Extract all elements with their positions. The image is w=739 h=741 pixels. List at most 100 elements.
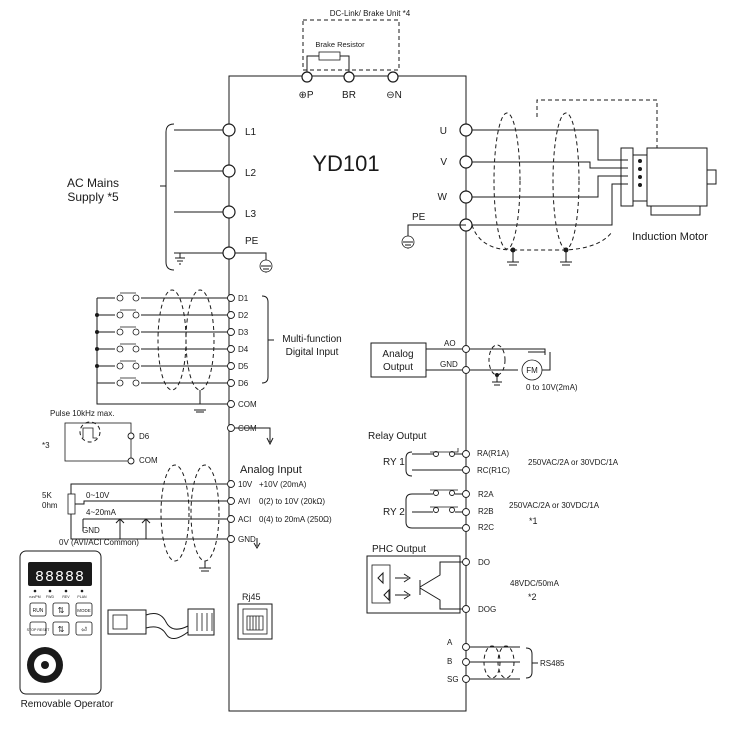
- run-key[interactable]: [29, 602, 47, 617]
- terminal-u: [459, 123, 473, 137]
- rj45-port: Rj45: [237, 592, 273, 640]
- multi-function-label-1: Multi-function: [282, 334, 341, 345]
- ry1-rc-label: RC(R1C): [477, 466, 510, 475]
- stop-reset-key[interactable]: [29, 621, 47, 636]
- pot-label-2: 0hm: [42, 501, 58, 510]
- terminal-p-label: ⊕P: [298, 90, 313, 101]
- ry2-r2c-label: R2C: [478, 523, 494, 532]
- shift-icon: ⇅: [58, 625, 65, 634]
- pulse-d6-label: D6: [139, 432, 150, 441]
- v-label: V: [440, 157, 447, 168]
- ry1-label: RY 1: [383, 457, 405, 468]
- motor-icon: [620, 147, 717, 216]
- l2-label: L2: [245, 168, 257, 179]
- mode-key-label: MODE: [77, 608, 91, 613]
- cable: [107, 608, 215, 639]
- operator-display: 88888: [35, 569, 85, 586]
- meter-label: FM: [526, 366, 538, 375]
- pe-in-label: PE: [245, 236, 259, 247]
- pulse-note: *3: [42, 441, 50, 450]
- mode-key[interactable]: [75, 602, 93, 617]
- l1-label: L1: [245, 127, 257, 138]
- model-title: YD101: [312, 151, 379, 176]
- ac-mains-label-1: AC Mains: [67, 176, 119, 190]
- l3-label: L3: [245, 209, 257, 220]
- terminal-l1: [222, 123, 236, 137]
- dc-link-label: DC-Link/ Brake Unit *4: [330, 9, 411, 18]
- d6-label: D6: [238, 379, 249, 388]
- ai-avi-desc: 0(2) to 10V (20kΩ): [259, 497, 325, 506]
- relay-output: Relay Output RY 1 RA(R1A) RC(R1C) 250VAC…: [368, 431, 619, 532]
- motor-label: Induction Motor: [632, 231, 708, 243]
- u-label: U: [440, 126, 447, 137]
- ry2-r2a-label: R2A: [478, 490, 494, 499]
- dog-label: DOG: [478, 605, 496, 614]
- rs485-label: RS485: [540, 659, 565, 668]
- brake-resistor: [318, 51, 341, 61]
- relay-title: Relay Output: [368, 431, 427, 442]
- drive-body: YD101: [228, 75, 467, 712]
- ai-aci-desc: 0(4) to 20mA (250Ω): [259, 515, 332, 524]
- removable-operator: 88888 run/PM FWD REV PLAN RUN ⇅ MODE STO…: [19, 550, 114, 710]
- d2-label: D2: [238, 311, 249, 320]
- phc-title: PHC Output: [372, 544, 426, 555]
- enter-key[interactable]: [75, 621, 93, 636]
- phc-note: *2: [528, 592, 537, 602]
- indicator-rev: REV: [62, 595, 70, 599]
- terminal-v: [459, 155, 473, 169]
- digital-inputs: D1 D2 D3 D4 D5 D6 COM COM Multi-function…: [95, 289, 342, 446]
- gnd-label: GND: [82, 526, 100, 535]
- analog-output-label-1: Analog: [382, 349, 413, 360]
- analog-output: Analog Output AO GND FM 0 to 10V(2mA): [370, 339, 578, 392]
- run-key-label: RUN: [33, 608, 44, 614]
- ry2-note: *1: [529, 516, 538, 526]
- shift-key[interactable]: [52, 621, 70, 636]
- ai-gnd-terminal: GND: [238, 535, 256, 544]
- ry2-rating: 250VAC/2A or 30VDC/1A: [509, 501, 600, 510]
- operator-keys: RUN ⇅ MODE STOP RESET ⇅ ⏎: [27, 602, 93, 636]
- d1-label: D1: [238, 294, 249, 303]
- ai-10v-desc: +10V (20mA): [259, 480, 307, 489]
- pulse-com-label: COM: [139, 456, 158, 465]
- rs485-a-label: A: [447, 638, 453, 647]
- brake-unit: DC-Link/ Brake Unit *4 Brake Resistor ⊕P…: [298, 9, 410, 101]
- enter-icon: ⏎: [81, 626, 87, 634]
- terminal-n-label: ⊖N: [386, 90, 402, 101]
- analog-output-label-2: Output: [383, 362, 413, 373]
- rs485-sg-label: SG: [447, 675, 459, 684]
- range-ma-label: 4~20mA: [86, 508, 117, 517]
- ground-icon: [235, 252, 273, 273]
- terminal-l3: [222, 205, 236, 219]
- pot-label-1: 5K: [42, 491, 52, 500]
- pe-out-label: PE: [412, 212, 426, 223]
- terminal-w: [459, 190, 473, 204]
- ai-avi-terminal: AVI: [238, 497, 250, 506]
- motor-connection: U V W PE: [401, 99, 717, 266]
- phc-output: PHC Output DO DOG 48VDC/50mA *2: [366, 544, 560, 614]
- ao-label: AO: [444, 339, 456, 348]
- phc-rating: 48VDC/50mA: [510, 579, 560, 588]
- terminal-l2: [222, 164, 236, 178]
- analog-input-title: Analog Input: [240, 464, 302, 476]
- rs485-b-label: B: [447, 657, 452, 666]
- range-v-label: 0~10V: [86, 491, 110, 500]
- ry2-r2b-label: R2B: [478, 507, 494, 516]
- pulse-input: Pulse 10kHz max. *3 D6 COM: [42, 409, 158, 465]
- indicator-plan: PLAN: [77, 595, 87, 599]
- rj45-label: Rj45: [242, 592, 261, 602]
- fwd-rev-key[interactable]: [52, 602, 70, 617]
- potentiometer: [67, 493, 76, 515]
- operator-panel: [19, 550, 102, 695]
- stop-reset-key-label: STOP RESET: [27, 628, 50, 632]
- terminal-pe-in: [222, 246, 236, 260]
- terminal-br: [343, 71, 355, 83]
- ac-mains-label-2: Supply *5: [67, 190, 119, 204]
- ry2-label: RY 2: [383, 507, 405, 518]
- fwd-rev-icon: ⇅: [58, 606, 65, 615]
- rs485: A B SG RS485: [447, 638, 565, 684]
- ao-range-label: 0 to 10V(2mA): [526, 383, 578, 392]
- common-label: 0V (AVI/ACI Common): [59, 538, 139, 547]
- com1-label: COM: [238, 400, 257, 409]
- terminal-n: [387, 71, 399, 83]
